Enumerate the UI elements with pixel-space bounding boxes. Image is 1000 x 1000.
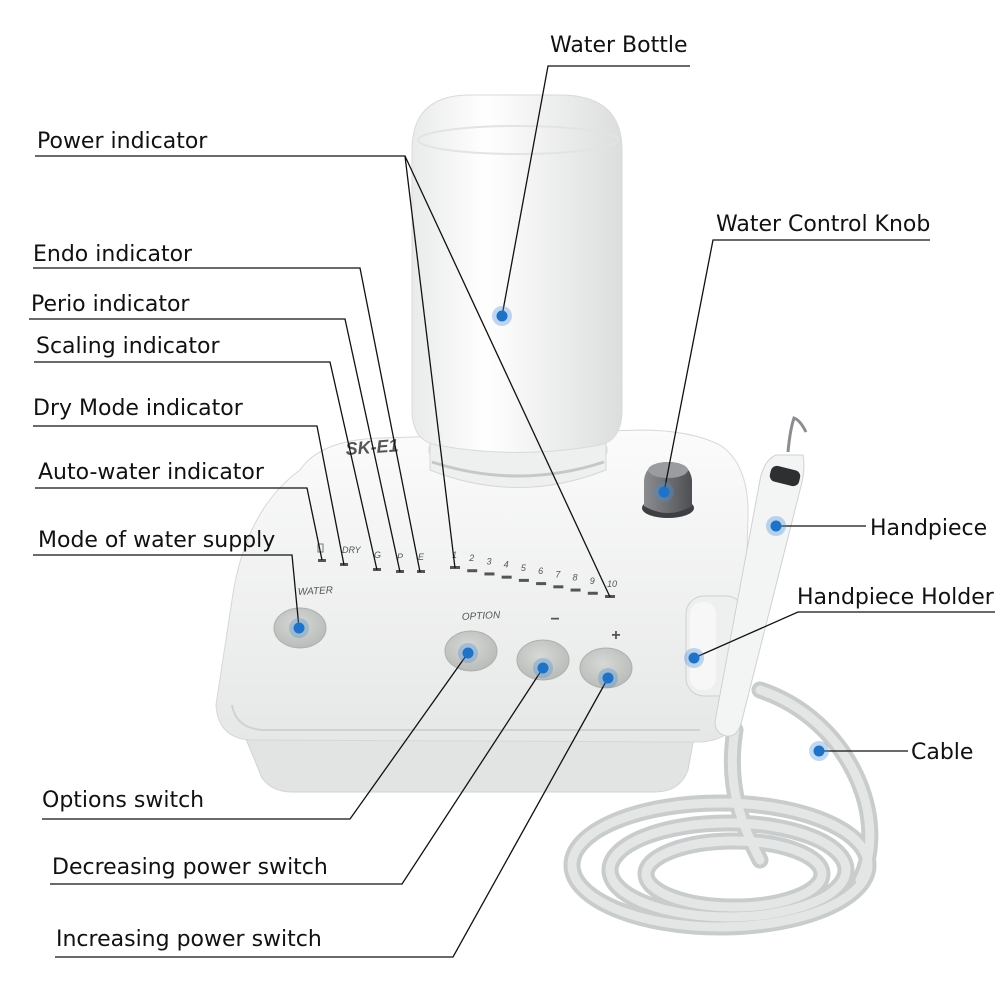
label-cable: Cable xyxy=(911,740,973,765)
power-level-label: 2 xyxy=(468,553,474,563)
model-name: SK-E1 xyxy=(345,435,399,459)
power-level-label: 9 xyxy=(590,576,595,586)
water-label: WATER xyxy=(298,585,334,598)
power-level-label: 4 xyxy=(504,560,509,570)
leader-scaling-indicator xyxy=(34,361,378,571)
label-auto-water-indicator: Auto-water indicator xyxy=(38,460,265,485)
minus-button[interactable] xyxy=(516,639,570,681)
minus-label: − xyxy=(550,611,559,628)
water-bottle xyxy=(411,94,623,488)
leader-perio-indicator xyxy=(29,318,401,573)
marker-handpiece xyxy=(766,516,786,536)
cable xyxy=(563,681,879,936)
label-increasing-power-switch: Increasing power switch xyxy=(56,927,322,952)
led-power-level xyxy=(570,588,581,592)
leader-handpiece-holder xyxy=(693,611,995,659)
leader-mode-of-water-supply xyxy=(33,554,300,629)
label-water-bottle: Water Bottle xyxy=(550,33,687,58)
label-options-switch: Options switch xyxy=(42,788,204,813)
leader-options-switch xyxy=(42,652,469,820)
marker-increasing-power-switch xyxy=(598,668,618,688)
power-level-label: 3 xyxy=(486,556,491,566)
handpiece xyxy=(714,416,808,737)
led-power-level xyxy=(467,569,478,573)
leader-decreasing-power-switch xyxy=(50,667,544,885)
leader-water-control-knob xyxy=(663,239,930,493)
plus-button[interactable] xyxy=(579,647,633,689)
label-power-indicator: Power indicator xyxy=(37,129,208,154)
label-decreasing-power-switch: Decreasing power switch xyxy=(52,855,328,880)
option-label: OPTION xyxy=(462,610,502,623)
power-level-label: 1 xyxy=(452,550,457,560)
led-power-level xyxy=(518,578,529,582)
leader-increasing-power-switch xyxy=(55,677,609,958)
label-dry-mode-indicator: Dry Mode indicator xyxy=(33,396,244,421)
marker-mode-of-water-supply xyxy=(289,618,309,638)
leader-endo-indicator xyxy=(33,267,421,573)
led-auto-water xyxy=(318,559,326,562)
power-level-label: 10 xyxy=(607,579,617,589)
marker-decreasing-power-switch xyxy=(533,658,553,678)
leader-auto-water-indicator xyxy=(35,487,323,561)
power-level-label: 7 xyxy=(555,569,561,579)
label-perio-indicator: Perio indicator xyxy=(31,292,190,317)
markers xyxy=(289,306,829,761)
label-water-control-knob: Water Control Knob xyxy=(716,212,930,237)
led-power-level xyxy=(553,585,564,589)
leader-dry-mode-indicator xyxy=(33,425,345,566)
marker-water-bottle xyxy=(492,306,512,326)
mode-indicator-label: E xyxy=(418,552,425,562)
label-handpiece-holder: Handpiece Holder xyxy=(797,585,995,610)
callout-labels: Water Bottle Power indicator Water Contr… xyxy=(31,33,995,952)
led-power-level xyxy=(587,591,598,595)
mode-indicator-label: G xyxy=(374,550,381,560)
led-power-level xyxy=(484,572,495,576)
handpiece-holder xyxy=(685,595,745,697)
marker-cable xyxy=(809,741,829,761)
marker-options-switch xyxy=(458,643,478,663)
label-mode-of-water-supply: Mode of water supply xyxy=(38,528,275,553)
water-control-knob[interactable] xyxy=(642,462,694,518)
marker-handpiece-holder xyxy=(684,648,704,668)
mode-indicator-label: DRY xyxy=(342,545,362,555)
leader-lines xyxy=(29,65,995,958)
label-scaling-indicator: Scaling indicator xyxy=(36,334,220,359)
leader-power-indicator-2 xyxy=(404,155,611,598)
led-power-level xyxy=(501,575,512,579)
plus-label: + xyxy=(611,627,620,644)
leader-water-bottle xyxy=(501,65,690,317)
led-power-level xyxy=(536,582,547,586)
power-level-label: 8 xyxy=(573,573,578,583)
label-endo-indicator: Endo indicator xyxy=(33,242,193,267)
marker-water-control-knob xyxy=(654,482,674,502)
led-mode-indicator xyxy=(417,570,425,573)
mode-indicator-label: P xyxy=(397,552,403,562)
label-handpiece: Handpiece xyxy=(870,516,987,541)
power-level-label: 5 xyxy=(521,563,527,573)
power-level-label: 6 xyxy=(538,566,543,576)
